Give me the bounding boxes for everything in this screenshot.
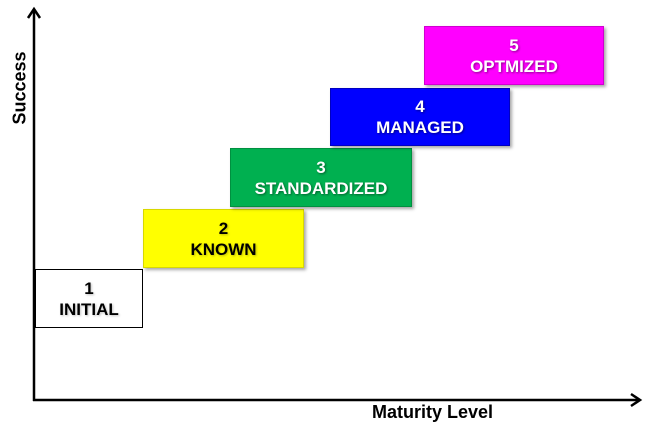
y-axis-label: Success: [9, 51, 30, 125]
level-number: 4: [415, 97, 425, 116]
level-name: STANDARDIZED: [254, 178, 388, 198]
level-number: 5: [509, 35, 519, 55]
level-name: INITIAL: [59, 299, 119, 319]
x-axis-arrow-icon: [630, 392, 643, 408]
y-axis-arrow-icon: [26, 6, 42, 19]
level-name: OPTMIZED: [470, 56, 558, 76]
level-number: 2: [218, 218, 229, 238]
level-name: KNOWN: [190, 239, 257, 259]
level-number: 3: [316, 157, 326, 177]
level-number: 1: [84, 278, 94, 298]
x-axis-label: Maturity Level: [372, 402, 494, 422]
level-name: MANAGED: [376, 118, 464, 137]
